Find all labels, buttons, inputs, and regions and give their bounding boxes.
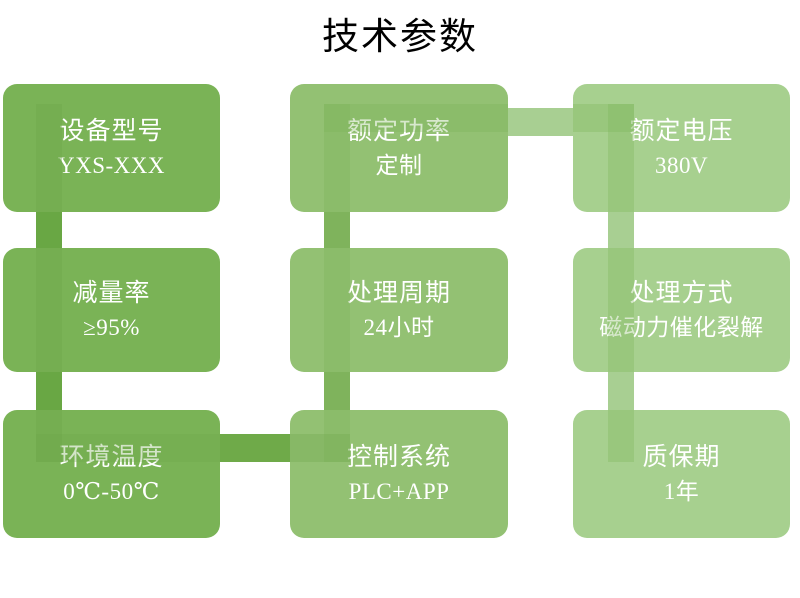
card-treatment-method-title: 处理方式 <box>629 279 734 307</box>
card-control-system-value: PLC+APP <box>348 478 450 504</box>
card-treatment-cycle-value: 24小时 <box>363 314 435 340</box>
card-warranty-period-value: 1年 <box>663 478 700 504</box>
card-control-system[interactable]: 控制系统 PLC+APP <box>290 410 508 538</box>
card-device-model-value: YXS-XXX <box>58 152 165 178</box>
card-rated-voltage-value: 380V <box>654 152 709 178</box>
card-treatment-method[interactable]: 处理方式 磁动力催化裂解 <box>573 248 790 372</box>
card-rated-power-value: 定制 <box>375 152 423 178</box>
card-rated-voltage[interactable]: 额定电压 380V <box>573 84 790 212</box>
card-rated-power-title: 额定功率 <box>346 117 451 145</box>
card-rated-power[interactable]: 额定功率 定制 <box>290 84 508 212</box>
card-ambient-temperature-value: 0℃-50℃ <box>63 478 160 504</box>
card-device-model[interactable]: 设备型号 YXS-XXX <box>3 84 220 212</box>
card-reduction-rate-value: ≥95% <box>83 314 140 340</box>
card-warranty-period[interactable]: 质保期 1年 <box>573 410 790 538</box>
card-treatment-cycle-title: 处理周期 <box>346 279 451 307</box>
card-device-model-title: 设备型号 <box>59 117 164 145</box>
card-rated-voltage-title: 额定电压 <box>629 117 734 145</box>
card-treatment-method-value: 磁动力催化裂解 <box>599 314 764 340</box>
card-reduction-rate[interactable]: 减量率 ≥95% <box>3 248 220 372</box>
card-treatment-cycle[interactable]: 处理周期 24小时 <box>290 248 508 372</box>
card-reduction-rate-title: 减量率 <box>72 279 151 307</box>
card-control-system-title: 控制系统 <box>346 443 451 471</box>
card-warranty-period-title: 质保期 <box>642 443 721 471</box>
page-title: 技术参数 <box>322 16 478 57</box>
card-ambient-temperature[interactable]: 环境温度 0℃-50℃ <box>3 410 220 538</box>
card-ambient-temperature-title: 环境温度 <box>59 443 164 471</box>
